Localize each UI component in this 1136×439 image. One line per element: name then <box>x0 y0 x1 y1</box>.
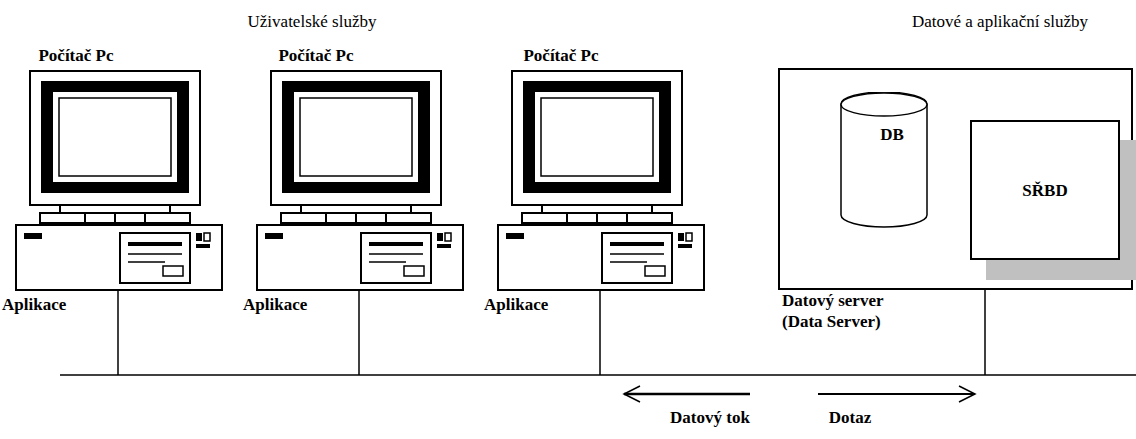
group-heading: Uživatelské služby <box>248 12 377 32</box>
database-cylinder: DB <box>840 92 944 228</box>
server-label: Datový server (Data Server) <box>782 290 910 332</box>
application-label: Aplikace <box>243 295 307 315</box>
pc-symbol <box>257 71 463 290</box>
group-heading: Datové a aplikační služby <box>912 12 1088 32</box>
dbms-box: SŘBD <box>970 120 1120 260</box>
pc-symbol <box>16 71 222 290</box>
flow-label: Dotaz <box>829 408 871 428</box>
node-label: SŘBD <box>1022 180 1067 201</box>
pc-symbol <box>498 71 704 290</box>
flow-label: Datový tok <box>670 408 750 428</box>
computer-label: Počítač Pc <box>38 46 113 66</box>
node-label: DB <box>840 124 944 145</box>
application-label: Aplikace <box>484 295 548 315</box>
flow-arrows <box>624 386 975 402</box>
application-label: Aplikace <box>2 295 66 315</box>
cylinder-outline <box>840 92 928 228</box>
server-box: Datový server (Data Server)DBSŘBD <box>778 68 1133 290</box>
network-wires <box>60 290 1136 375</box>
computer-label: Počítač Pc <box>278 46 353 66</box>
computer-label: Počítač Pc <box>523 46 598 66</box>
